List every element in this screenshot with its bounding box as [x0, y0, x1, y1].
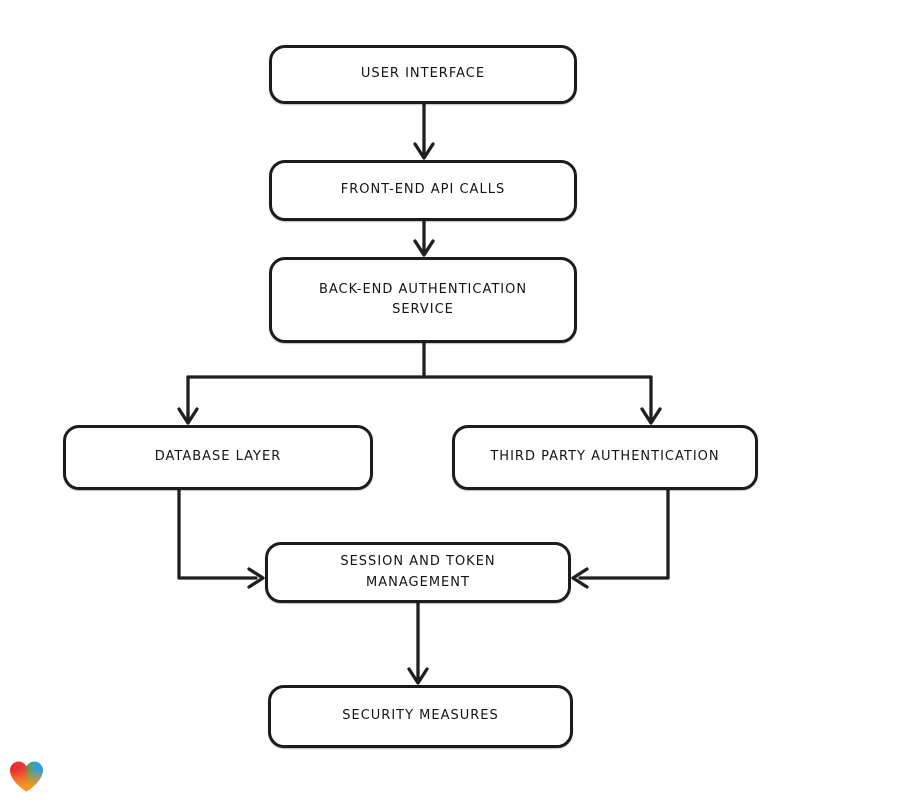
node-label: FRONT-END API CALLS — [340, 182, 506, 198]
node-label: SESSION AND TOKEN MANAGEMENT — [340, 554, 496, 590]
node-label: BACK-END AUTHENTICATION SERVICE — [318, 281, 528, 317]
node-user-interface[interactable]: USER INTERFACE — [269, 45, 577, 104]
edge-back-end-to-database-layer — [177, 375, 199, 425]
node-front-end-api-calls[interactable]: FRONT-END API CALLS — [269, 160, 577, 221]
node-back-end-authentication-service[interactable]: BACK-END AUTHENTICATION SERVICE — [269, 257, 577, 343]
edge-database-layer-to-session-management — [177, 488, 265, 589]
edge-third-party-to-session-management — [571, 488, 670, 589]
edge-user-interface-to-front-end-api-calls — [413, 102, 435, 160]
node-third-party-authentication[interactable]: THIRD PARTY AUTHENTICATION — [452, 425, 758, 490]
heart-logo-icon — [10, 761, 43, 792]
node-label: THIRD PARTY AUTHENTICATION — [490, 449, 720, 465]
edge-front-end-api-calls-to-back-end-authentication-service — [413, 219, 435, 257]
edge-back-end-to-third-party-authentication — [640, 375, 662, 425]
node-label: SECURITY MEASURES — [342, 708, 499, 724]
edge-session-management-to-security-measures — [407, 601, 429, 685]
node-label: USER INTERFACE — [360, 66, 486, 82]
node-label: DATABASE LAYER — [154, 449, 282, 465]
node-database-layer[interactable]: DATABASE LAYER — [63, 425, 373, 490]
edge-back-end-split-trunk — [186, 341, 653, 379]
node-session-and-token-management[interactable]: SESSION AND TOKEN MANAGEMENT — [265, 542, 571, 603]
node-security-measures[interactable]: SECURITY MEASURES — [268, 685, 573, 748]
